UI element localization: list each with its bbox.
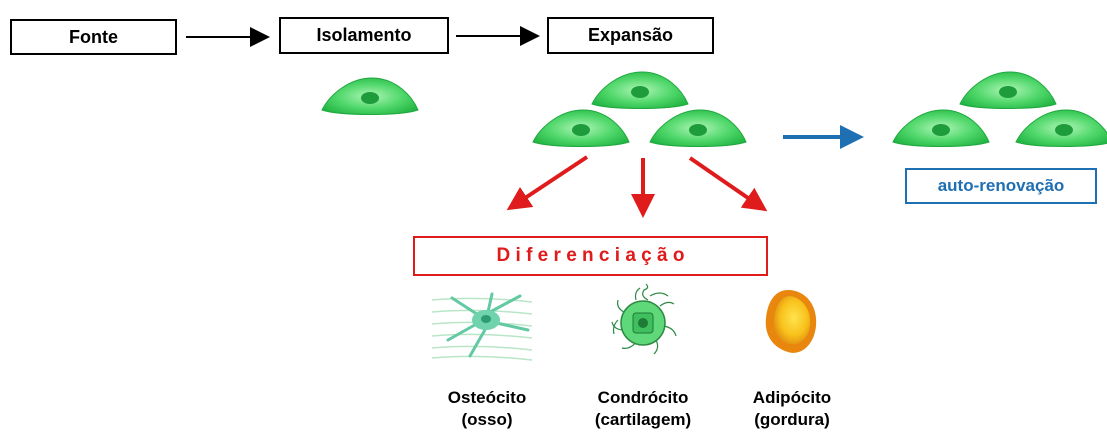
cell-label-adipocyte: Adipócito (gordura) [722,387,862,431]
differentiation-box: D i f e r e n c i a ç ã o [413,236,768,276]
expanded-cell-left [532,109,630,147]
self-renewal-label: auto-renovação [937,176,1065,195]
chondrocyte-name: Condrócito [597,388,689,407]
step-box-expansao: Expansão [547,17,714,54]
expanded-cell-right [649,109,747,147]
step-box-fonte: Fonte [10,19,177,55]
adipocyte-illustration [765,290,817,353]
renewed-cell-top [959,71,1057,109]
source-cell [321,77,419,115]
differentiation-arrow-left [506,155,589,211]
differentiation-arrow-right [688,156,768,212]
adipocyte-tissue: (gordura) [754,410,830,429]
step-label-fonte: Fonte [69,26,118,47]
osteocyte-name: Osteócito [447,388,527,407]
osteocyte-tissue: (osso) [461,410,513,429]
expanded-cell-top [591,71,689,109]
chondrocyte-illustration [611,283,677,355]
osteocyte-illustration [431,292,533,361]
chondrocyte-tissue: (cartilagem) [594,410,692,429]
renewed-cell-right [1015,109,1107,147]
adipocyte-name: Adipócito [752,388,832,407]
cell-label-chondrocyte: Condrócito (cartilagem) [568,387,718,431]
step-box-isolamento: Isolamento [279,17,449,54]
step-label-expansao: Expansão [587,25,674,45]
step-label-isolamento: Isolamento [316,25,412,45]
renewed-cell-left [892,109,990,147]
self-renewal-box: auto-renovação [905,168,1097,204]
differentiation-label: D i f e r e n c i a ç ã o [496,245,685,266]
cell-label-osteocyte: Osteócito (osso) [417,387,557,431]
